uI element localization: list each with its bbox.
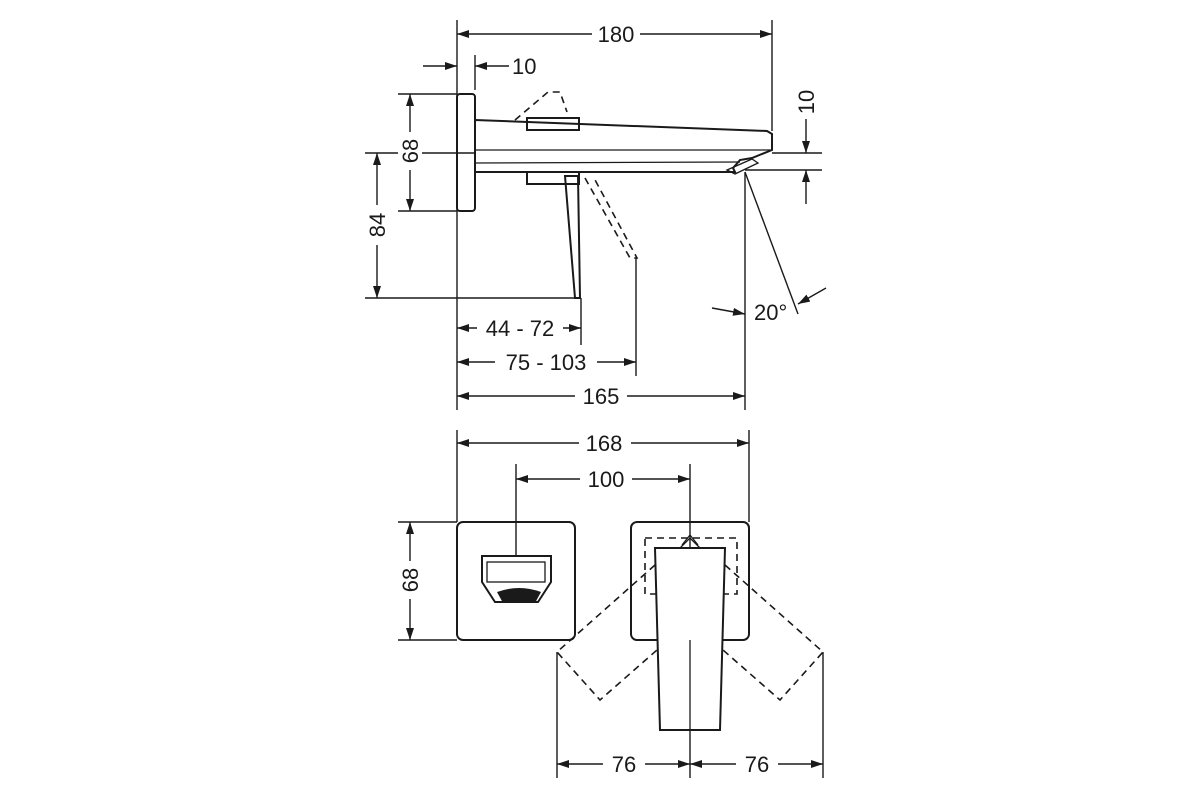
front-mixer-grip [497, 588, 541, 603]
dim-front-76-left: 76 [612, 752, 636, 777]
front-lever-swing-right [722, 564, 825, 702]
dim-side-84: 84 [365, 213, 390, 237]
dim-side-10-plate: 10 [512, 54, 536, 79]
side-lever [563, 175, 582, 299]
dim-front-76-right: 76 [745, 752, 769, 777]
front-view: 168 100 68 76 76 [398, 429, 825, 778]
dim-front-168: 168 [586, 431, 623, 456]
side-view: 180 10 68 84 10 20° 44 - 72 75 - 103 165 [365, 20, 827, 410]
dim-side-75-103: 75 - 103 [506, 350, 587, 375]
dim-front-100: 100 [588, 467, 625, 492]
dim-side-angle: 20° [754, 300, 787, 325]
front-mixer-handle [481, 555, 552, 603]
front-lever-swing-left [555, 564, 658, 702]
side-lever-alt-tilt [584, 177, 639, 259]
dim-side-44-72: 44 - 72 [486, 316, 555, 341]
side-lever-alt-up [514, 91, 568, 121]
dim-side-180: 180 [598, 22, 635, 47]
side-spout [474, 118, 773, 173]
dim-side-68: 68 [398, 139, 423, 163]
front-spout-lever [653, 547, 727, 731]
dim-side-165: 165 [583, 384, 620, 409]
dim-front-68: 68 [398, 568, 423, 592]
dim-side-10-spout: 10 [794, 90, 819, 114]
